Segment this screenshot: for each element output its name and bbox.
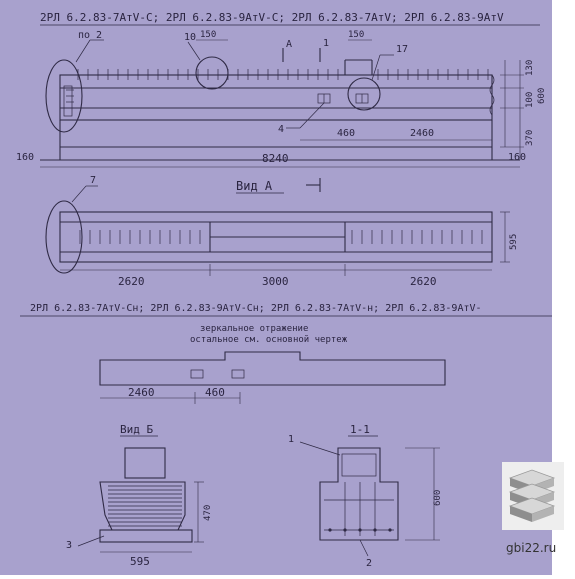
section-title: 1-1	[350, 423, 370, 436]
dim-460-top: 460	[337, 128, 355, 139]
bottom-marks-text: 2РЛ 6.2.83-7АтV-Сн; 2РЛ 6.2.83-9АтV-Сн; …	[30, 303, 482, 314]
dim-160-left: 160	[16, 152, 34, 163]
dim-2460-top: 2460	[410, 128, 434, 139]
dim-100: 100	[525, 92, 535, 108]
dim-600-side: 600	[537, 88, 547, 104]
dim-595-bottom: 595	[130, 555, 150, 568]
main-elevation	[40, 39, 524, 192]
view-b-drawing	[77, 447, 204, 553]
dim-470: 470	[203, 505, 213, 521]
dim-2620-right: 2620	[410, 275, 437, 288]
top-marks-text: 2РЛ 6.2.83-7АтV-C; 2РЛ 6.2.83-9АтV-C; 2Р…	[40, 11, 504, 24]
dim-3000: 3000	[262, 275, 289, 288]
mirror-profile	[99, 351, 446, 404]
dim-150-left: 150	[200, 30, 216, 40]
watermark-text: gbi22.ru	[506, 541, 556, 555]
callout-4: 4	[278, 124, 284, 135]
dim-600-section: 600	[433, 490, 443, 506]
dim-595-side: 595	[509, 234, 519, 250]
dim-160-right: 160	[508, 152, 526, 163]
callout-17: 17	[396, 44, 408, 55]
watermark-logo	[502, 462, 564, 530]
mirror-note-2: остальное см. основной чертеж	[190, 335, 348, 345]
view-b-title: Вид Б	[120, 423, 153, 436]
dim-460-mid: 460	[205, 386, 225, 399]
callout-2: 2	[366, 558, 372, 569]
section-mark-a: А	[286, 39, 292, 50]
callout-po2: по 2	[78, 30, 102, 41]
callout-3: 3	[66, 540, 72, 551]
dim-370: 370	[525, 130, 535, 146]
dim-2620-left: 2620	[118, 275, 145, 288]
section-1-1	[299, 441, 440, 557]
dim-2460-mid: 2460	[128, 386, 155, 399]
dim-8240: 8240	[262, 152, 289, 165]
paper-background	[0, 0, 552, 575]
dim-150-right: 150	[348, 30, 364, 40]
callout-10: 10	[184, 32, 196, 43]
mirror-note-1: зеркальное отражение	[200, 324, 308, 334]
callout-1: 1	[288, 434, 294, 445]
dim-130: 130	[525, 60, 535, 76]
view-a-title: Вид А	[236, 179, 273, 193]
section-mark-1: 1	[323, 38, 329, 49]
view-a-plan	[45, 185, 510, 276]
callout-7: 7	[90, 175, 96, 186]
